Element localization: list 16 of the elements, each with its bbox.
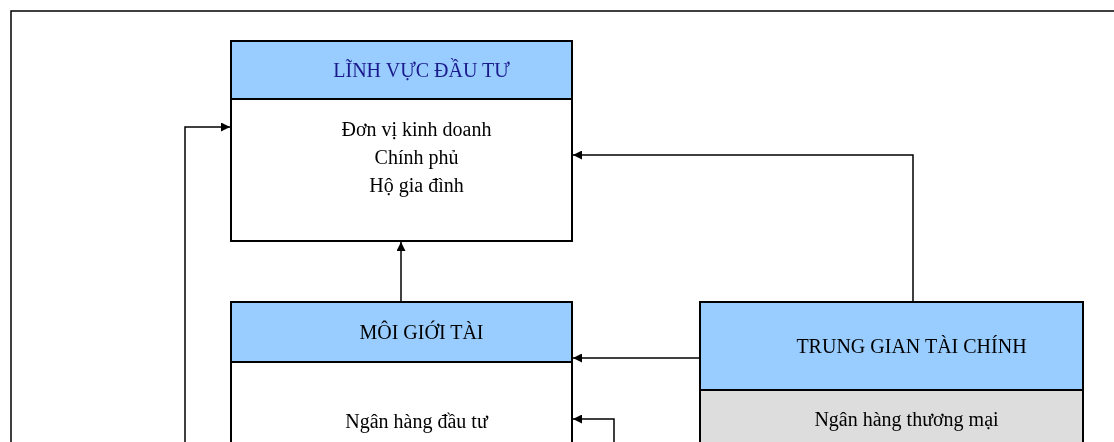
arrow	[572, 414, 615, 442]
entity-box	[230, 40, 573, 242]
arrow	[184, 122, 231, 442]
box-heading: LĨNH VỰC ĐẦU TƯ	[232, 42, 571, 100]
list-item: Ngân hàng đầu tư	[344, 409, 490, 435]
arrow	[572, 353, 700, 363]
arrow	[396, 241, 406, 302]
arrow	[572, 150, 914, 302]
list-item: Hộ gia đình	[368, 173, 465, 199]
entity-box	[230, 301, 573, 442]
box-heading: TRUNG GIAN TÀI CHÍNH	[701, 303, 1082, 391]
list-item: Chính phủ	[373, 145, 460, 171]
list-item: Ngân hàng thương mại	[813, 407, 1000, 433]
entity-box	[699, 301, 1084, 442]
list-item: Đơn vị kinh doanh	[340, 117, 493, 142]
box-heading: MÔI GIỚI TÀI	[232, 303, 571, 363]
